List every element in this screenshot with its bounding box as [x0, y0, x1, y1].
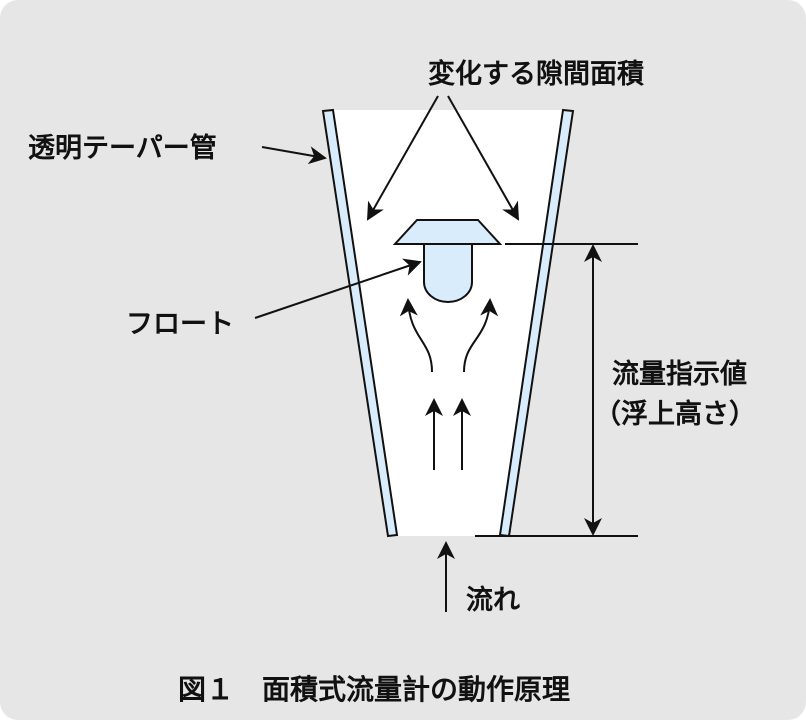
flow-curve-right [463, 298, 499, 373]
indicator-label: 流量指示値 [612, 359, 747, 390]
gap-arrow-right [447, 95, 519, 221]
gap-arrow-left [367, 95, 439, 221]
float-label: フロート [126, 309, 234, 340]
float [392, 219, 503, 303]
gap-area-label: 変化する隙間面積 [428, 59, 644, 90]
indicator-sublabel: （浮上高さ） [594, 399, 756, 430]
flow-curve-left [399, 298, 433, 373]
tube-wall-left [321, 108, 399, 538]
flow-label: 流れ [466, 585, 520, 616]
figure-caption: 図１ 面積式流量計の動作原理 [178, 673, 571, 706]
float-pointer [254, 258, 422, 319]
tube-interior [333, 110, 565, 536]
tube-label: 透明テーパー管 [28, 133, 217, 164]
tube-pointer [261, 146, 327, 165]
